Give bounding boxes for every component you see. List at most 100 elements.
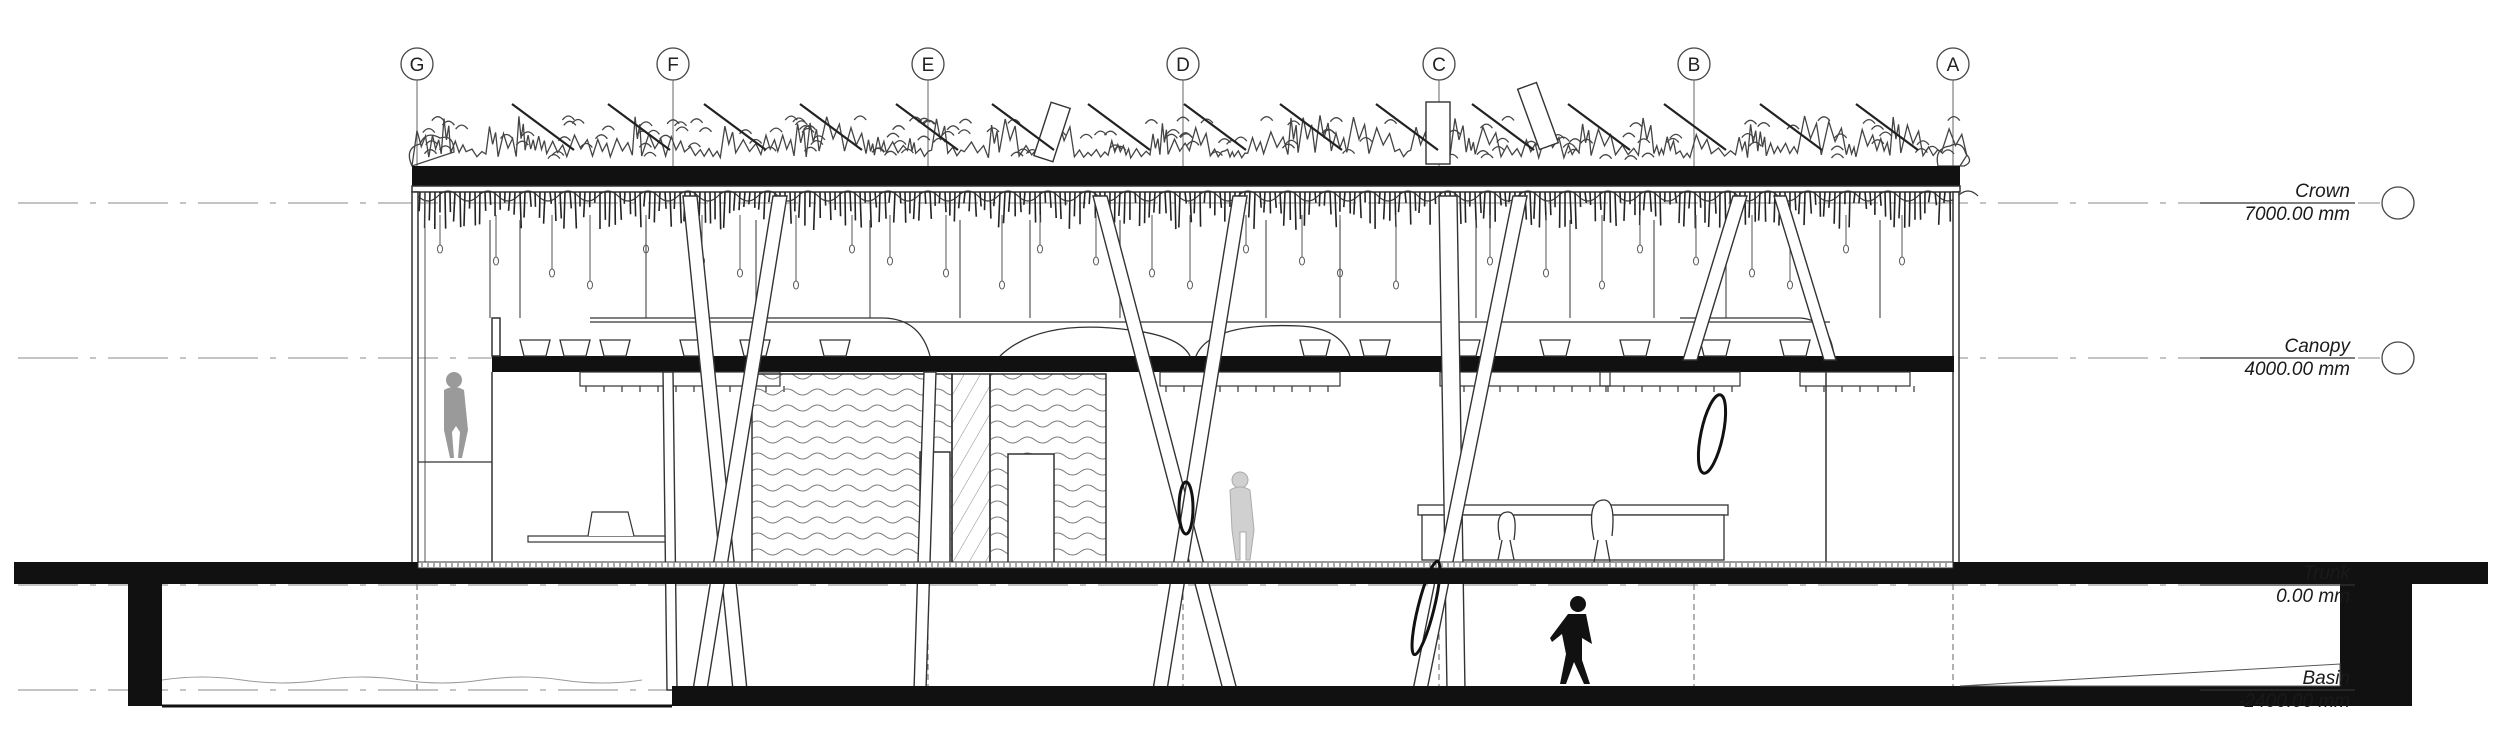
fringe-strand <box>1082 191 1086 209</box>
fringe-strand <box>1164 191 1167 214</box>
fringe-strand <box>582 191 586 218</box>
leaf-stroke <box>431 116 445 122</box>
solar-fin <box>1183 103 1247 151</box>
shrub-west <box>408 134 455 167</box>
fringe-strand <box>743 191 746 207</box>
leaf-stroke <box>1580 138 1594 144</box>
fringe-strand <box>748 191 751 205</box>
leaf-stroke <box>1491 145 1505 152</box>
fringe-strand <box>869 191 873 228</box>
leaf-stroke <box>1209 150 1223 157</box>
leaf-stroke <box>1164 133 1178 139</box>
leaf-stroke <box>1093 130 1108 136</box>
fringe-strand <box>523 191 526 218</box>
leaf-stroke <box>1186 140 1200 146</box>
leaf-stroke <box>425 140 439 146</box>
level-name: Trunk <box>2303 563 2352 584</box>
pendant-bulb <box>793 280 799 290</box>
mezzanine-railing-curve <box>999 326 1191 357</box>
level-marker <box>2381 341 2415 375</box>
fringe-strand <box>1822 191 1826 217</box>
leaf-stroke <box>1234 136 1248 142</box>
fringe-strand <box>1329 191 1332 215</box>
fringe-strand <box>1342 191 1346 208</box>
ceiling-bulkhead <box>1159 371 1341 387</box>
fringe-strand <box>1838 191 1841 229</box>
fringe-strand <box>1409 191 1412 225</box>
leaf-stroke <box>1599 154 1613 160</box>
pendant-bulb <box>1899 256 1905 266</box>
mezzanine-slab <box>492 356 1954 372</box>
leaf-stroke <box>639 121 653 127</box>
fringe-strand <box>563 191 566 229</box>
fringe-strand <box>1282 191 1286 226</box>
fringe-strand <box>679 191 683 224</box>
fringe-strand <box>643 191 646 207</box>
leaf-stroke <box>1862 118 1876 125</box>
fringe-strand <box>924 191 927 204</box>
fringe-strand <box>1019 191 1022 213</box>
fringe-strand <box>929 191 933 219</box>
fringe-strand <box>1199 191 1202 227</box>
fringe-strand <box>1189 191 1193 223</box>
fringe-strand <box>849 191 852 212</box>
level-marker <box>2381 186 2415 220</box>
fringe-strand <box>1574 191 1577 230</box>
fringe-strand <box>452 191 456 222</box>
fringe-strand <box>1589 191 1592 205</box>
fringe-strand <box>619 191 623 220</box>
leaf-stroke <box>1870 124 1885 131</box>
leaf-stroke <box>738 129 753 135</box>
fringe-strand <box>1059 191 1062 220</box>
fringe-strand <box>944 191 947 213</box>
leaf-stroke <box>769 127 783 133</box>
leaf-stroke <box>1624 155 1638 161</box>
solar-fin <box>1375 103 1439 151</box>
pendant-bulb <box>437 244 443 254</box>
leaf-stroke <box>1871 139 1885 145</box>
mezzanine-desk <box>1299 339 1331 357</box>
grid-axis-label: A <box>1947 55 1960 76</box>
ceiling-bulkhead <box>1599 371 1741 387</box>
leaf-stroke <box>579 142 593 148</box>
fringe-strand <box>1259 191 1262 208</box>
ground-slab-joist-band <box>417 561 1954 569</box>
fringe-strand <box>963 191 966 204</box>
fringe-strand <box>829 191 832 221</box>
level-elevation: -2400.00 mm <box>2238 691 2350 712</box>
solar-fins <box>511 103 1919 151</box>
fringe-strand <box>1599 191 1602 210</box>
fringe-strand <box>874 191 878 208</box>
fringe-strand <box>722 191 726 228</box>
fringe-strand <box>418 191 421 212</box>
grid-axis-d: D <box>1166 47 1200 690</box>
figure-ground <box>1229 471 1255 561</box>
fringe-strand <box>1757 191 1761 221</box>
fringe-strand <box>1893 191 1896 228</box>
fringe-strand <box>1359 191 1362 219</box>
fringe-strand <box>1118 191 1121 217</box>
leaf-stroke <box>986 127 1000 133</box>
solar-fin <box>799 103 863 151</box>
pendant-bulb <box>887 256 893 266</box>
roof-slab <box>412 166 1960 186</box>
level-elevation: 0.00 mm <box>2276 586 2350 607</box>
leaf-stroke <box>1830 153 1845 159</box>
leaf-stroke <box>1217 138 1232 144</box>
solar-fin <box>1663 103 1727 151</box>
basin-wall-west <box>128 584 162 706</box>
fringe-strand <box>704 191 707 223</box>
fringe-strand <box>989 191 992 219</box>
leaf-stroke <box>883 150 898 156</box>
leaf-stroke <box>1359 136 1373 143</box>
fringe-strand <box>574 191 578 229</box>
leaf-stroke <box>812 135 826 141</box>
mezzanine-desk <box>599 339 631 357</box>
fringe-strand <box>653 191 656 223</box>
leaf-stroke <box>1914 147 1928 154</box>
leaf-stroke <box>521 131 535 137</box>
shrub-east <box>1936 143 1971 167</box>
pendant-bulb <box>1149 268 1155 278</box>
